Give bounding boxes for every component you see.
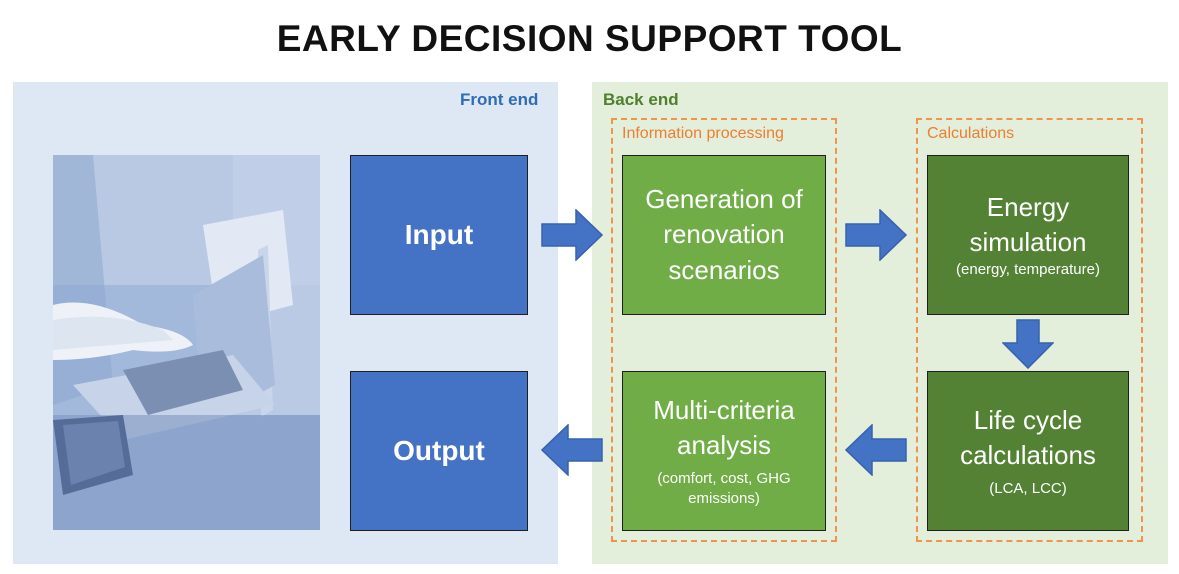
energy-simulation-title: Energy simulation [969,191,1087,257]
input-label: Input [404,219,474,250]
generation-box: Generation of renovation scenarios [622,155,826,315]
mca-title: Multi-criteria analysis [653,394,795,460]
mca-box: Multi-criteria analysis (comfort, cost, … [622,371,826,531]
life-cycle-title: Life cycle calculations [960,404,1096,470]
calculations-label: Calculations [924,125,1018,143]
output-label: Output [393,435,485,466]
life-cycle-subtitle: (LCA, LCC) [989,479,1067,497]
arrow-down-icon [1002,319,1054,369]
output-box: Output [350,371,528,531]
arrow-left-icon [845,424,907,476]
generation-title: Generation of renovation scenarios [645,184,803,285]
information-processing-label: Information processing [619,125,787,143]
calculations-group [916,118,1143,542]
front-end-label: Front end [460,90,539,109]
arrow-right-icon [845,209,907,261]
input-box: Input [350,155,528,315]
laptop-typing-photo [53,155,320,530]
information-processing-group [611,118,837,542]
life-cycle-box: Life cycle calculations (LCA, LCC) [927,371,1129,531]
back-end-label: Back end [603,90,679,109]
mca-subtitle: (comfort, cost, GHG emissions) [657,469,791,508]
laptop-icon [53,155,320,530]
page-title: EARLY DECISION SUPPORT TOOL [276,18,903,59]
arrow-left-icon [541,424,603,476]
energy-simulation-subtitle: (energy, temperature) [956,260,1100,278]
arrow-right-icon [541,209,603,261]
energy-simulation-box: Energy simulation (energy, temperature) [927,155,1129,315]
